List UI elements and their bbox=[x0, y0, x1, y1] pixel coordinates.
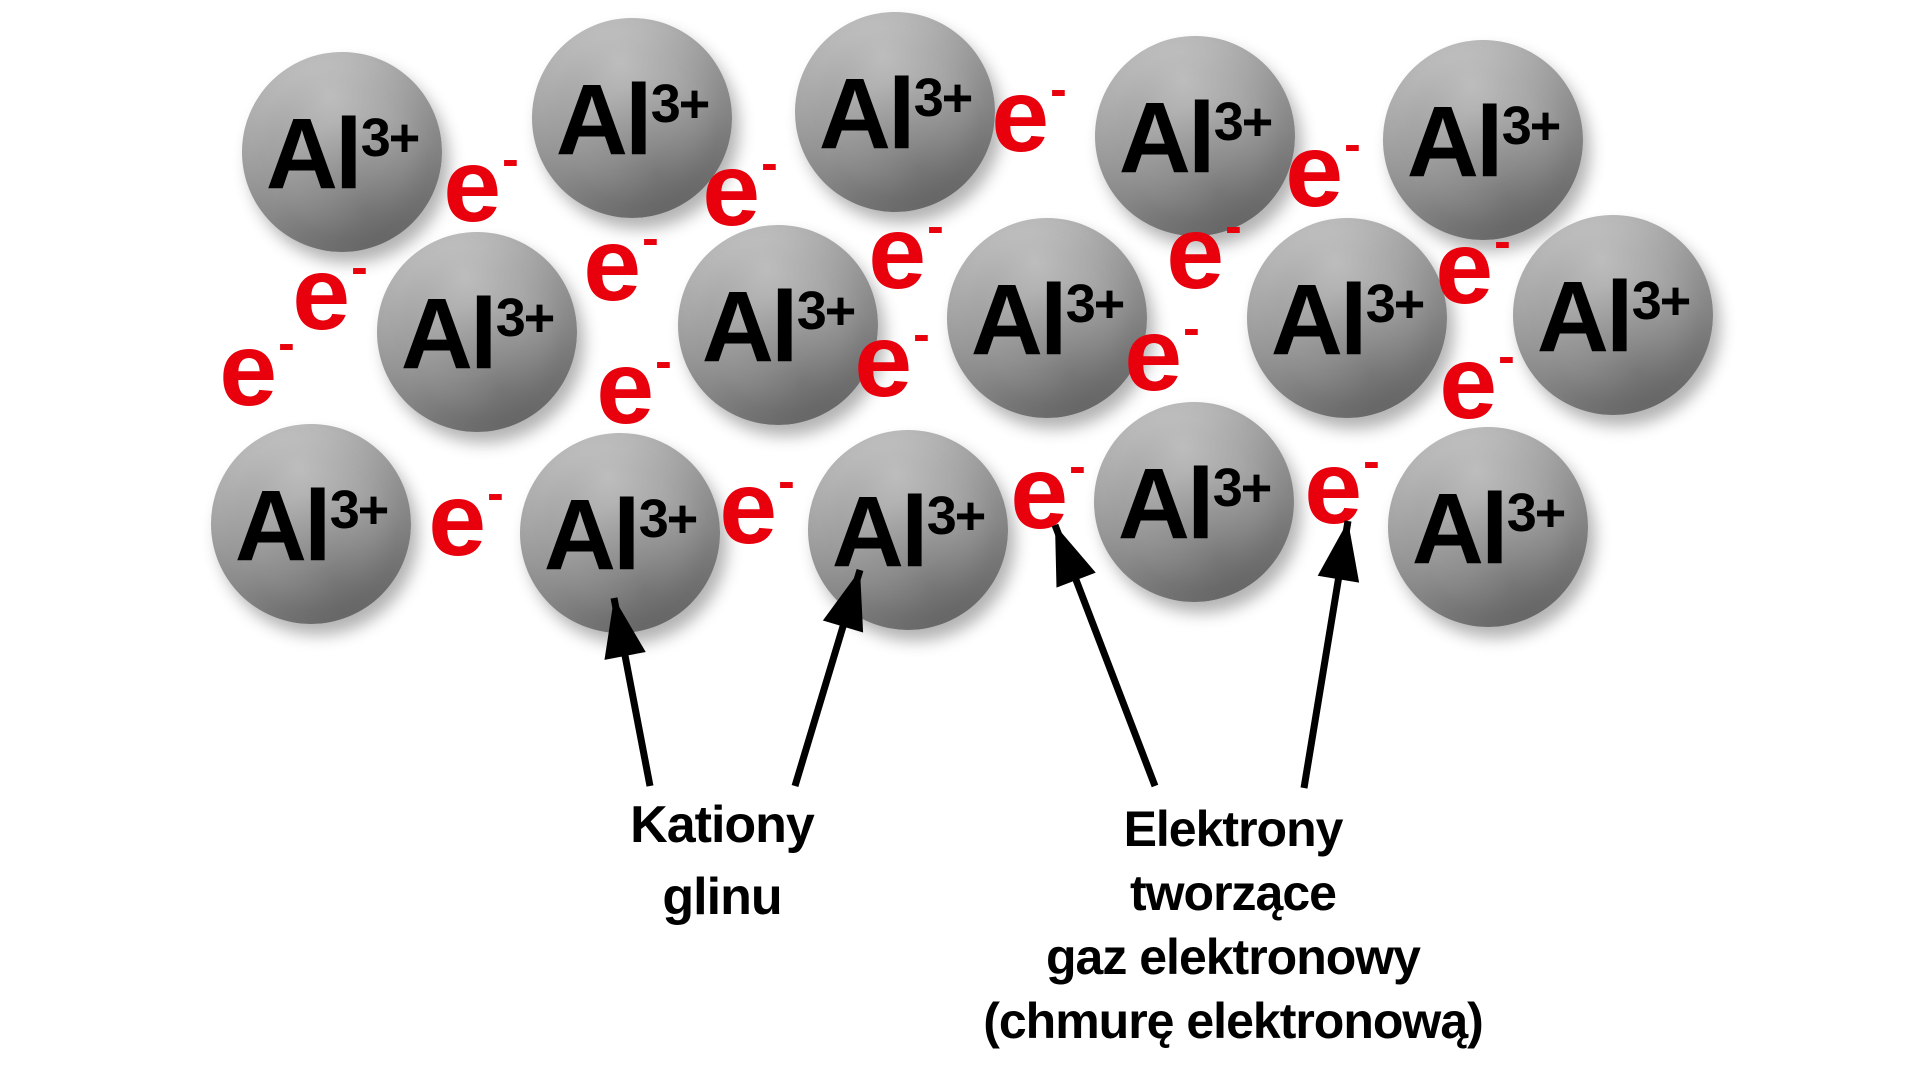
electron-charge: - bbox=[778, 452, 795, 509]
cation-symbol: Al3+ bbox=[555, 64, 711, 176]
free-electron: e- bbox=[596, 329, 672, 446]
label-line: tworzące bbox=[1130, 865, 1337, 921]
cation-symbol: Al3+ bbox=[818, 58, 974, 170]
aluminum-cation-sphere: Al3+ bbox=[1094, 402, 1294, 602]
free-electron: e- bbox=[292, 235, 368, 352]
cation-symbol: Al3+ bbox=[400, 278, 556, 390]
free-electron: e- bbox=[854, 302, 930, 419]
cation-charge: 3+ bbox=[360, 107, 421, 168]
cation-symbol: Al3+ bbox=[265, 98, 421, 210]
electron-charge: - bbox=[278, 314, 295, 371]
cation-charge: 3+ bbox=[796, 280, 857, 341]
electron-charge: - bbox=[502, 130, 519, 187]
cation-charge: 3+ bbox=[650, 73, 711, 134]
cation-symbol: Al3+ bbox=[970, 264, 1126, 376]
free-electron: e- bbox=[1124, 296, 1200, 413]
free-electron: e- bbox=[702, 131, 778, 248]
aluminum-cation-sphere: Al3+ bbox=[678, 225, 878, 425]
cation-charge: 3+ bbox=[926, 485, 987, 546]
electron-charge: - bbox=[1183, 299, 1200, 356]
label-line: Elektrony bbox=[1123, 801, 1344, 857]
cation-charge: 3+ bbox=[1501, 95, 1562, 156]
cation-charge: 3+ bbox=[329, 479, 390, 540]
electron-charge: - bbox=[1225, 197, 1242, 254]
electron-charge: - bbox=[1363, 432, 1380, 489]
electron-charge: - bbox=[1498, 327, 1515, 384]
aluminum-cation-sphere: Al3+ bbox=[520, 433, 720, 633]
electron-charge: - bbox=[1050, 60, 1067, 117]
free-electron: e- bbox=[443, 127, 519, 244]
free-electron: e- bbox=[868, 194, 944, 311]
cation-symbol: Al3+ bbox=[701, 271, 857, 383]
label-line: Kationy bbox=[630, 796, 815, 854]
aluminum-cation-sphere: Al3+ bbox=[532, 18, 732, 218]
cation-charge: 3+ bbox=[1631, 270, 1692, 331]
electron-charge: - bbox=[1494, 212, 1511, 269]
free-electron: e- bbox=[991, 57, 1067, 174]
aluminum-cation-sphere: Al3+ bbox=[1388, 427, 1588, 627]
pointer-arrow bbox=[1051, 523, 1159, 788]
label-aluminum-cations: Kationy glinu bbox=[630, 789, 815, 933]
pointer-arrow bbox=[1300, 520, 1360, 789]
aluminum-cation-sphere: Al3+ bbox=[377, 232, 577, 432]
cation-symbol: Al3+ bbox=[1411, 473, 1567, 585]
cation-charge: 3+ bbox=[913, 67, 974, 128]
pointer-arrow bbox=[604, 597, 654, 787]
cation-symbol: Al3+ bbox=[1406, 86, 1562, 198]
cation-charge: 3+ bbox=[1506, 482, 1567, 543]
cation-charge: 3+ bbox=[1065, 273, 1126, 334]
label-line: (chmurę elektronową) bbox=[983, 993, 1484, 1049]
electron-charge: - bbox=[927, 197, 944, 254]
cation-symbol: Al3+ bbox=[831, 476, 987, 588]
electron-charge: - bbox=[1069, 437, 1086, 494]
aluminum-cation-sphere: Al3+ bbox=[947, 218, 1147, 418]
aluminum-cation-sphere: Al3+ bbox=[1513, 215, 1713, 415]
free-electron: e- bbox=[428, 461, 504, 578]
cation-charge: 3+ bbox=[1212, 457, 1273, 518]
electron-charge: - bbox=[655, 332, 672, 389]
cation-symbol: Al3+ bbox=[1118, 82, 1274, 194]
pointer-arrow bbox=[791, 568, 864, 788]
free-electron: e- bbox=[1285, 112, 1361, 229]
label-electron-gas: Elektrony tworzące gaz elektronowy (chmu… bbox=[983, 797, 1484, 1053]
cation-charge: 3+ bbox=[1213, 91, 1274, 152]
cation-symbol: Al3+ bbox=[1536, 261, 1692, 373]
label-line: gaz elektronowy bbox=[1046, 929, 1421, 985]
free-electron: e- bbox=[719, 449, 795, 566]
cation-charge: 3+ bbox=[495, 287, 556, 348]
aluminum-cation-sphere: Al3+ bbox=[1247, 218, 1447, 418]
aluminum-cation-sphere: Al3+ bbox=[795, 12, 995, 212]
aluminum-cation-sphere: Al3+ bbox=[211, 424, 411, 624]
cation-symbol: Al3+ bbox=[234, 470, 390, 582]
cation-symbol: Al3+ bbox=[543, 479, 699, 591]
electron-charge: - bbox=[1344, 115, 1361, 172]
free-electron: e- bbox=[1435, 209, 1511, 326]
electron-charge: - bbox=[642, 209, 659, 266]
cation-symbol: Al3+ bbox=[1117, 448, 1273, 560]
label-line: glinu bbox=[662, 868, 782, 926]
electron-charge: - bbox=[761, 134, 778, 191]
electron-charge: - bbox=[913, 305, 930, 362]
free-electron: e- bbox=[583, 206, 659, 323]
free-electron: e- bbox=[1439, 324, 1515, 441]
free-electron: e- bbox=[1166, 194, 1242, 311]
cation-charge: 3+ bbox=[638, 488, 699, 549]
aluminum-cation-sphere: Al3+ bbox=[242, 52, 442, 252]
free-electron: e- bbox=[219, 311, 295, 428]
electron-charge: - bbox=[487, 464, 504, 521]
cation-charge: 3+ bbox=[1365, 273, 1426, 334]
electron-charge: - bbox=[351, 238, 368, 295]
aluminum-cation-sphere: Al3+ bbox=[1383, 40, 1583, 240]
cation-symbol: Al3+ bbox=[1270, 264, 1426, 376]
aluminum-cation-sphere: Al3+ bbox=[1095, 36, 1295, 236]
